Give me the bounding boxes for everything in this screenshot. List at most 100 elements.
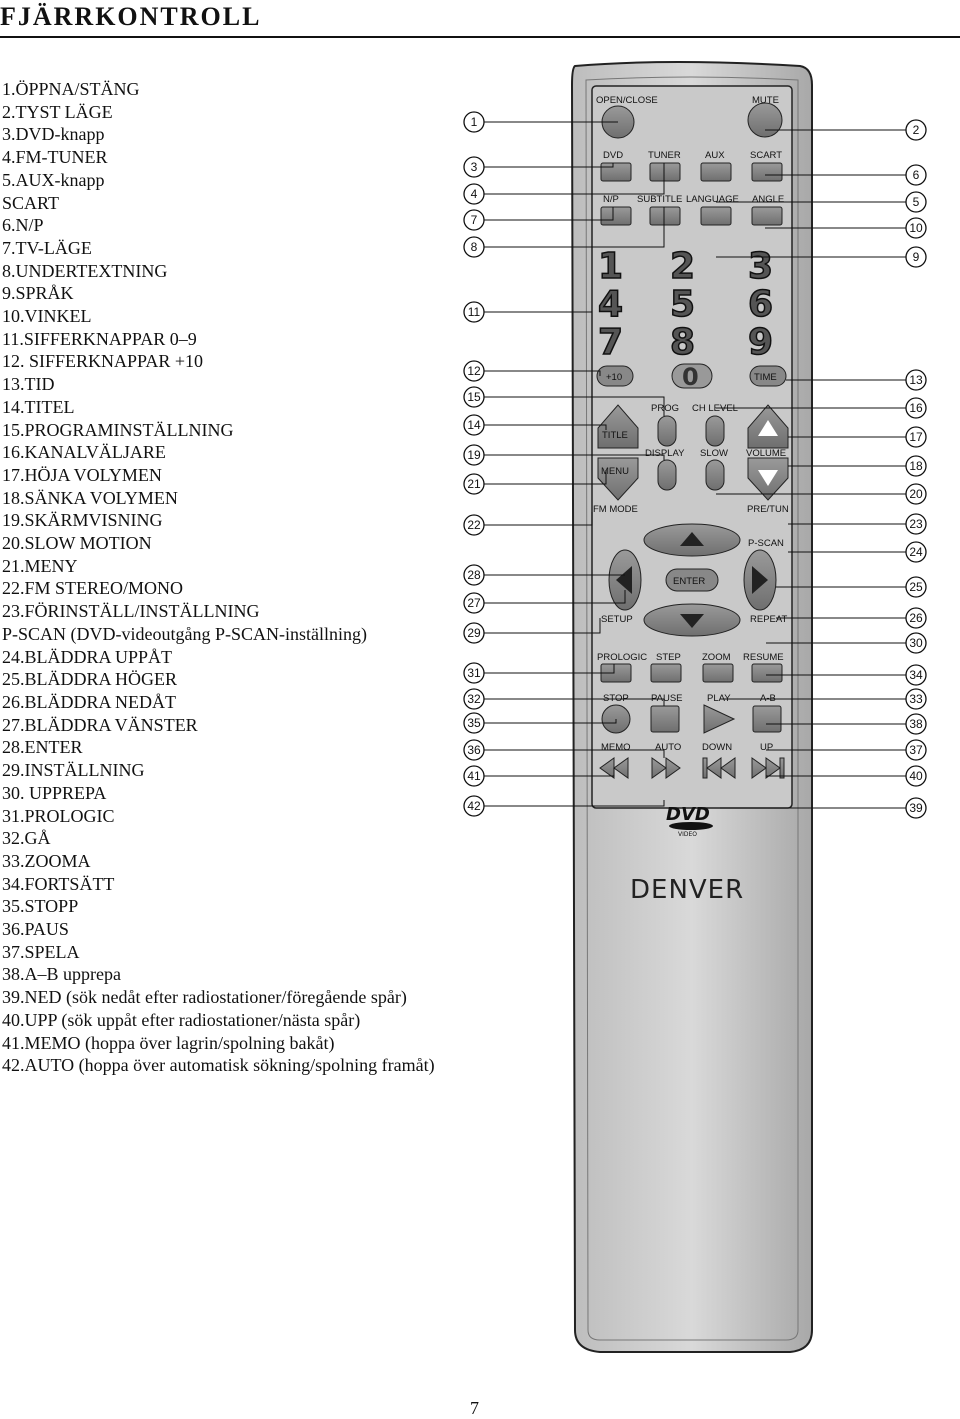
callout-circle (905, 632, 927, 654)
function-list-item: 3.DVD-knapp (2, 124, 105, 145)
menu-label: MENU (601, 466, 629, 477)
callout-circle (463, 386, 485, 408)
callout-number: 7 (471, 213, 478, 227)
callout-circle (463, 360, 485, 382)
digit-key-6: 6 (748, 284, 773, 325)
callout-number: 33 (909, 692, 923, 706)
callout-number: 15 (467, 390, 481, 404)
mute-button (747, 102, 783, 138)
callout-leader (474, 424, 607, 430)
callout-circle (463, 236, 485, 258)
callout-circle (905, 797, 927, 819)
mute-label: MUTE (752, 95, 779, 106)
callout-circle (463, 592, 485, 614)
callout-circle (463, 739, 485, 761)
function-list-item: SCART (2, 192, 59, 213)
callout-number: 31 (467, 666, 481, 680)
callout-number: 14 (467, 418, 481, 432)
function-list-item: 30. UPPREPA (2, 782, 107, 803)
function-list-item: 1.ÖPPNA/STÄNG (2, 79, 140, 99)
time-label: TIME (754, 372, 777, 383)
dvd-logo-sub: VIDEO (678, 831, 697, 838)
pscan-label: P-SCAN (748, 538, 784, 549)
callout-circle (905, 765, 927, 787)
auto-button (651, 757, 681, 779)
callout-circle (905, 541, 927, 563)
callout-leader (474, 664, 615, 674)
function-list-item: 19.SKÄRMVISNING (2, 510, 163, 531)
digit-key-1: 1 (598, 246, 623, 287)
function-list-item: 42.AUTO (hoppa över automatisk sökning/s… (2, 1055, 435, 1076)
callout-circle (463, 712, 485, 734)
play-button (703, 704, 736, 734)
function-list-item: 32.GÅ (2, 828, 51, 849)
callout-circle (905, 397, 927, 419)
callout-number: 22 (467, 518, 481, 532)
down-button (702, 757, 736, 779)
callout-circle (905, 664, 927, 686)
function-list-item: 22.FM STEREO/MONO (2, 578, 184, 599)
function-list-item: 24.BLÄDDRA UPPÅT (2, 646, 173, 667)
zero-button (671, 363, 713, 389)
callout-circle (905, 119, 927, 141)
callout-number: 39 (909, 801, 923, 815)
prog-button (657, 415, 677, 447)
slow-label: SLOW (700, 448, 728, 459)
chlevel-label: CH LEVEL (692, 403, 738, 414)
callout-number: 23 (909, 517, 923, 531)
callout-circle (463, 183, 485, 205)
up-button (751, 757, 785, 779)
callout-number: 6 (913, 168, 920, 182)
callout-leader (474, 749, 665, 758)
callout-circle (905, 739, 927, 761)
callout-number: 2 (913, 123, 920, 137)
callout-leader (474, 163, 614, 168)
callout-circle (463, 414, 485, 436)
function-list-item: 16.KANALVÄLJARE (2, 442, 166, 463)
setup-label: SETUP (601, 614, 633, 625)
callout-number: 21 (467, 477, 481, 491)
digit-key-7: 7 (598, 322, 623, 363)
auto-label: AUTO (655, 742, 681, 753)
function-list-item: 11.SIFFERKNAPPAR 0–9 (2, 328, 197, 349)
callout-number: 29 (467, 626, 481, 640)
plus10-button (596, 365, 634, 387)
function-list-item: 10.VINKEL (2, 306, 92, 327)
callout-number: 27 (467, 596, 481, 610)
function-list-item: 39.NED (sök nedåt efter radiostationer/f… (2, 987, 407, 1008)
brand-logo: DENVER (630, 875, 744, 905)
function-list-item: 9.SPRÅK (2, 283, 74, 304)
display-button (657, 459, 677, 491)
callout-circle (463, 688, 485, 710)
page-number: 7 (470, 1398, 479, 1418)
zero-label: 0 (682, 363, 699, 391)
callout-number: 3 (471, 160, 478, 174)
prologic-label: PROLOGIC (597, 652, 647, 663)
callout-number: 26 (909, 611, 923, 625)
aux-label: AUX (705, 150, 725, 161)
callout-circle (463, 301, 485, 323)
callout-number: 10 (909, 221, 923, 235)
function-list-item: 40.UPP (sök uppåt efter radiostationer/n… (2, 1009, 361, 1030)
callout-number: 4 (471, 187, 478, 201)
callout-circle (463, 209, 485, 231)
zoom-button (702, 663, 734, 683)
callout-number: 19 (467, 448, 481, 462)
callout-circle (905, 369, 927, 391)
callout-leader (474, 207, 614, 221)
callout-number: 9 (913, 250, 920, 264)
callout-leader (474, 207, 665, 248)
prog-label: PROG (651, 403, 679, 414)
dvd-logo: DVD (666, 804, 710, 825)
callout-leader (474, 800, 665, 807)
callout-circle (905, 246, 927, 268)
callout-number: 5 (913, 195, 920, 209)
digit-key-4: 4 (598, 284, 623, 325)
function-list-item: 2.TYST LÄGE (2, 101, 113, 122)
callout-leader (474, 396, 665, 416)
callout-number: 12 (467, 364, 481, 378)
callout-leader (474, 768, 615, 777)
callout-number: 42 (467, 799, 481, 813)
